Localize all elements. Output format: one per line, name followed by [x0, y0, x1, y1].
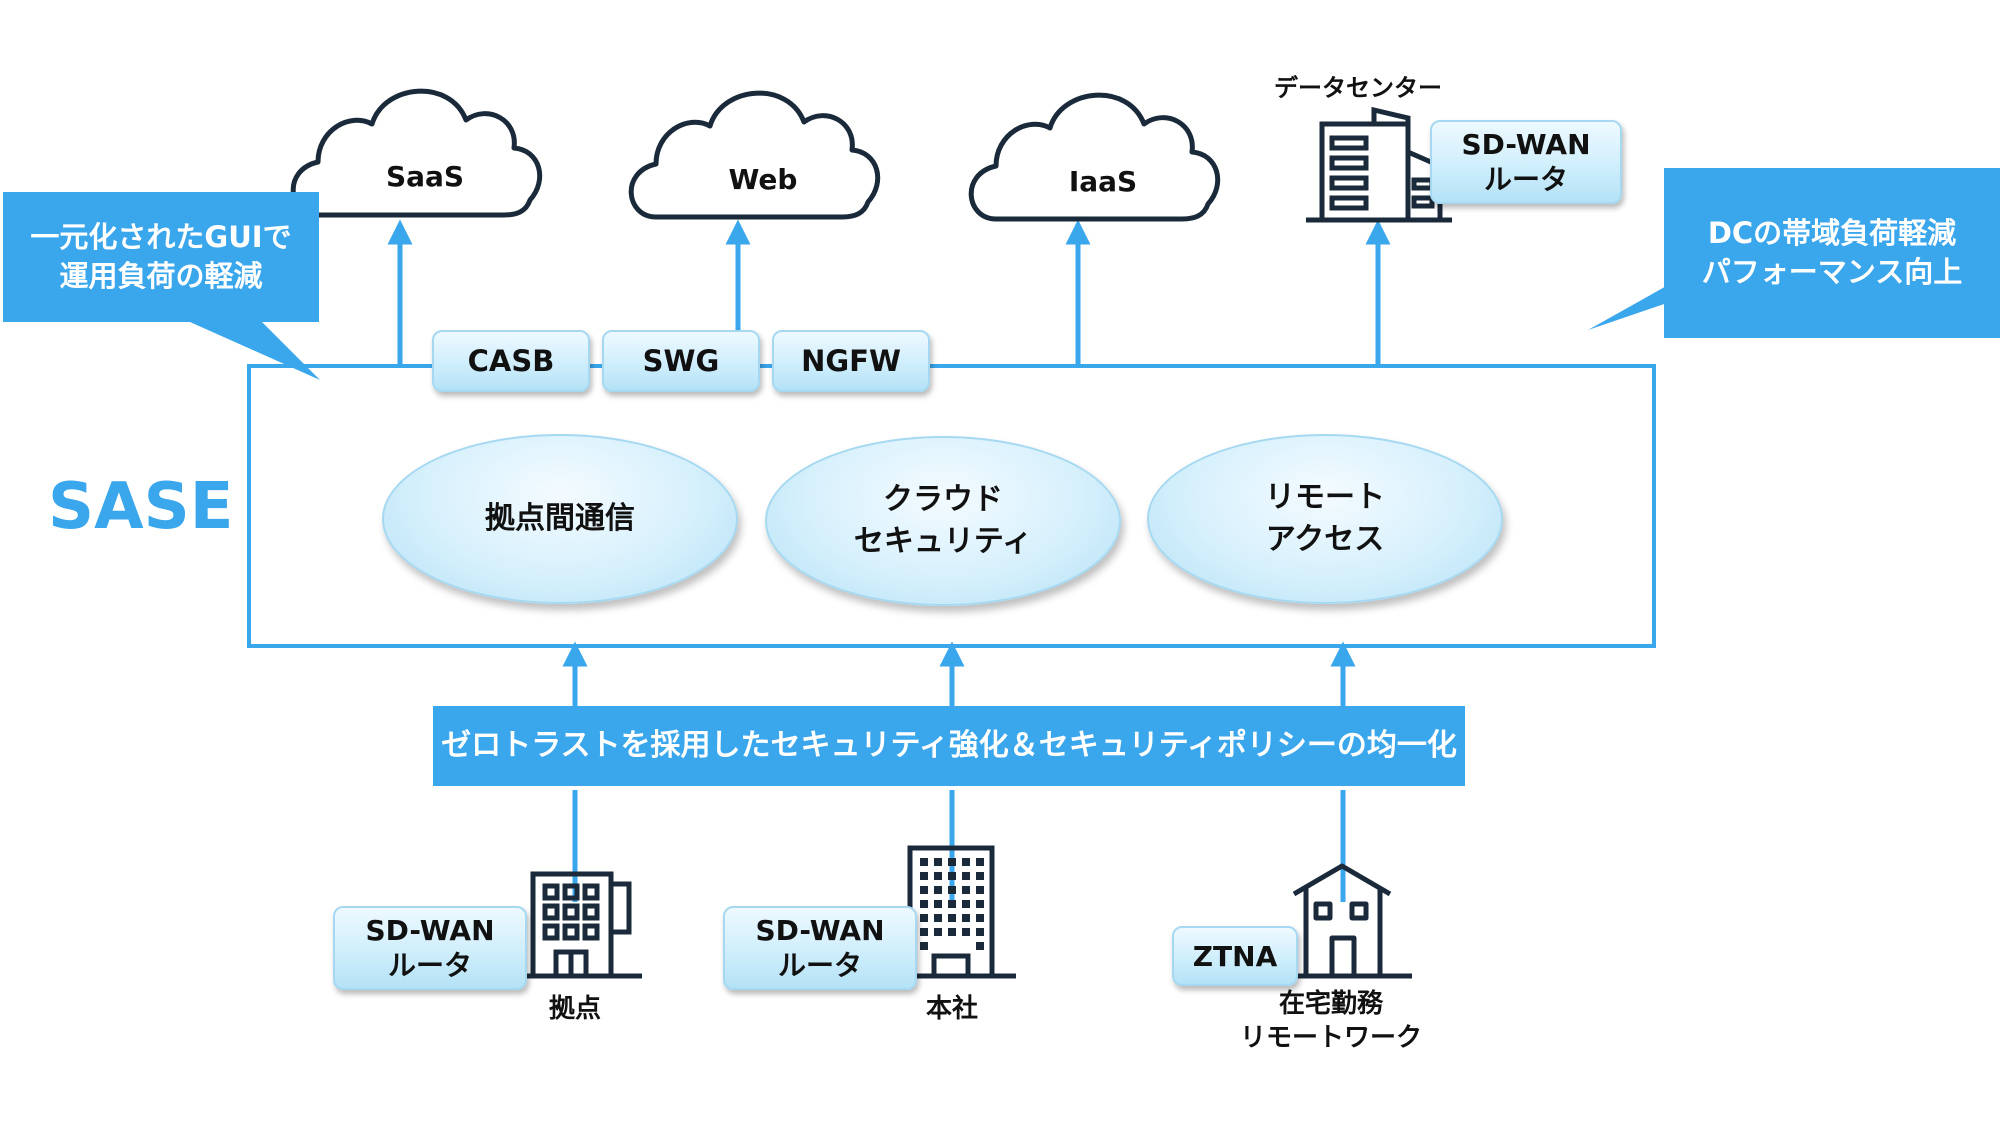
- hq-sdwan-router: SD-WAN ルータ: [723, 906, 917, 990]
- left-callout: 一元化されたGUIで 運用負荷の軽減: [3, 192, 319, 322]
- zero-trust-banner: ゼロトラストを採用したセキュリティ強化＆セキュリティポリシーの均一化: [433, 706, 1465, 786]
- right-callout-tail: [1588, 284, 1670, 330]
- site-label-branch: 拠点: [548, 994, 601, 1024]
- device-line1: SD-WAN: [365, 914, 495, 947]
- function-line1: クラウド: [883, 482, 1003, 517]
- building-icon: [1306, 106, 1452, 223]
- cloud-icon: [628, 90, 881, 220]
- left-callout-line2: 運用負荷の軽減: [59, 259, 263, 293]
- right-callout-line1: DCの帯域負荷軽減: [1707, 215, 1957, 250]
- branch-building-icon: [520, 871, 642, 979]
- device-line2: ルータ: [777, 949, 862, 982]
- function-line2: アクセス: [1265, 522, 1385, 557]
- left-callout-tail: [190, 322, 320, 380]
- site-arrows: [562, 641, 1356, 708]
- tab-casb: CASB: [432, 330, 590, 392]
- branch-sdwan-router: SD-WAN ルータ: [333, 906, 527, 990]
- cloud-label-iaas: IaaS: [1068, 165, 1138, 198]
- site-label-hq: 本社: [925, 994, 978, 1024]
- function-line2: セキュリティ: [853, 524, 1033, 559]
- house-icon: [1292, 863, 1412, 979]
- device-line1: SD-WAN: [755, 914, 885, 947]
- right-callout: DCの帯域負荷軽減 パフォーマンス向上: [1664, 168, 2000, 338]
- site-label-remote-line1: 在宅勤務: [1278, 989, 1383, 1019]
- datacenter-label: データセンター: [1274, 74, 1442, 102]
- site-label-remote-line2: リモートワーク: [1239, 1022, 1422, 1053]
- router-line1: SD-WAN: [1461, 128, 1591, 161]
- function-inter-site: 拠点間通信: [382, 434, 738, 604]
- function-line1: リモート: [1265, 480, 1385, 515]
- tab-swg: SWG: [602, 330, 760, 392]
- function-cloud-security: クラウド セキュリティ: [765, 436, 1121, 606]
- upward-arrows: [387, 219, 1391, 366]
- right-callout-line2: パフォーマンス向上: [1701, 255, 1963, 289]
- site-label-remote: 在宅勤務 リモートワーク: [1226, 988, 1436, 1056]
- cloud-icon: [290, 88, 543, 218]
- function-remote-access: リモート アクセス: [1147, 434, 1503, 604]
- sase-label: SASE: [48, 470, 234, 544]
- remote-ztna: ZTNA: [1172, 926, 1298, 986]
- router-line2: ルータ: [1483, 163, 1568, 196]
- function-line1: 拠点間通信: [485, 501, 635, 536]
- cloud-icon: [968, 92, 1221, 222]
- left-callout-line1: 一元化されたGUIで: [30, 219, 292, 254]
- cloud-label-web: Web: [728, 163, 798, 196]
- datacenter-sdwan-router: SD-WAN ルータ: [1430, 120, 1622, 204]
- tab-ngfw: NGFW: [772, 330, 930, 392]
- device-line2: ルータ: [387, 949, 472, 982]
- cloud-label-saas: SaaS: [385, 160, 465, 193]
- office-tower-windows: [920, 858, 984, 950]
